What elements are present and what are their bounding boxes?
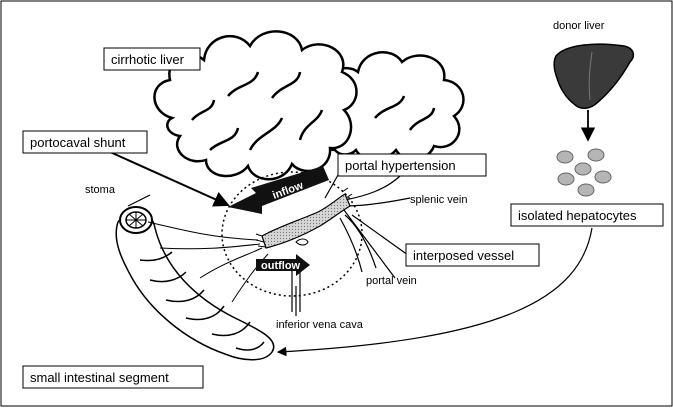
label-interposed-vessel: interposed vessel [406, 244, 539, 266]
svg-text:portocaval shunt: portocaval shunt [30, 135, 126, 150]
portal-vein-label: portal vein [366, 275, 417, 287]
label-portocaval-shunt: portocaval shunt [23, 131, 147, 153]
svg-text:small intestinal segment: small intestinal segment [30, 370, 169, 385]
label-portal-hypertension: portal hypertension [338, 154, 486, 176]
stoma-label: stoma [85, 184, 116, 196]
svg-text:portal hypertension: portal hypertension [345, 158, 456, 173]
label-small-intestinal-segment: small intestinal segment [23, 366, 203, 388]
splenic-vein-label: splenic vein [410, 194, 467, 206]
svg-text:isolated hepatocytes: isolated hepatocytes [518, 208, 637, 223]
svg-text:interposed vessel: interposed vessel [413, 248, 514, 263]
svg-text:cirrhotic liver: cirrhotic liver [111, 52, 185, 67]
inferior-vena-cava-label: inferior vena cava [276, 319, 364, 331]
donor-liver-label: donor liver [553, 20, 605, 32]
label-isolated-hepatocytes: isolated hepatocytes [511, 204, 663, 226]
outflow-label: outflow [261, 260, 301, 272]
label-cirrhotic-liver: cirrhotic liver [104, 48, 200, 70]
stoma-shape [120, 207, 152, 233]
